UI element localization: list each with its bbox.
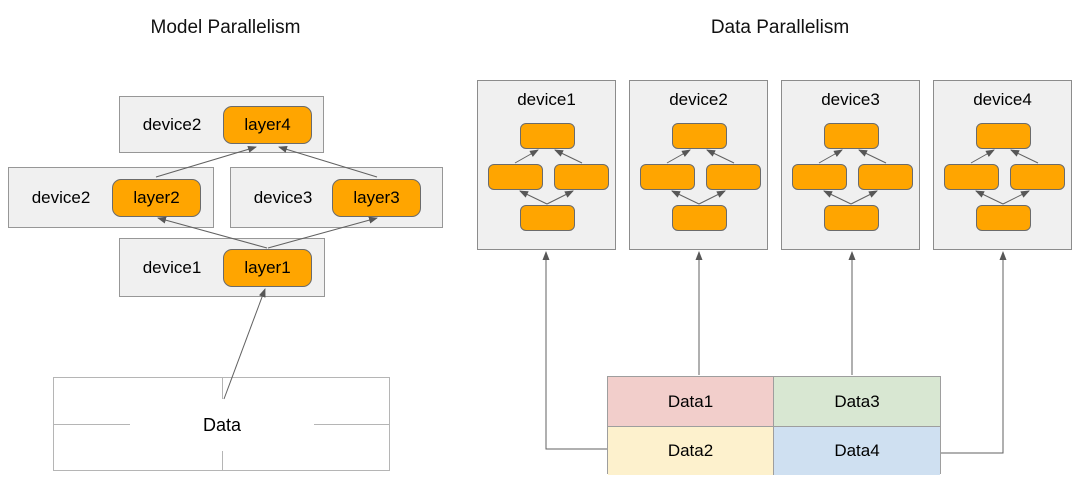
op-node (858, 164, 913, 190)
op-node (554, 164, 609, 190)
data-batches-grid: Data1 Data3 Data2 Data4 (607, 376, 941, 475)
device-label: device3 (821, 90, 880, 109)
op-node (672, 123, 727, 149)
op-node (976, 123, 1031, 149)
arrow-data4-to-device4 (941, 251, 1007, 454)
data-table: Data (53, 377, 390, 471)
layer2-node: layer2 (112, 179, 201, 217)
op-node (706, 164, 761, 190)
op-node (672, 205, 727, 231)
data1-cell: Data1 (608, 377, 774, 427)
device-label: device2 (669, 90, 728, 109)
layer1-node: layer1 (223, 249, 312, 287)
op-node (640, 164, 695, 190)
data-label: Data (130, 399, 314, 451)
device-label: device4 (973, 90, 1032, 109)
device-strip-layer1: device1 layer1 (119, 238, 325, 297)
device1-card: device1 (477, 80, 616, 250)
op-node (976, 205, 1031, 231)
device-strip-layer2: device2 layer2 (8, 167, 214, 228)
data3-cell: Data3 (774, 377, 940, 427)
device-strip-layer3: device3 layer3 (230, 167, 443, 228)
model-parallelism-title: Model Parallelism (150, 17, 301, 38)
device-label: device2 (142, 114, 202, 134)
op-node (1010, 164, 1065, 190)
layer3-node: layer3 (332, 179, 421, 217)
device-strip-layer4: device2 layer4 (119, 96, 324, 153)
op-node (944, 164, 999, 190)
op-node (792, 164, 847, 190)
device-label: device2 (31, 187, 91, 207)
data4-cell: Data4 (774, 427, 940, 475)
data2-cell: Data2 (608, 427, 774, 475)
op-node (520, 205, 575, 231)
device4-card: device4 (933, 80, 1072, 250)
device-label: device1 (517, 90, 576, 109)
device2-card: device2 (629, 80, 768, 250)
device3-card: device3 (781, 80, 920, 250)
device-label: device3 (253, 187, 313, 207)
op-node (824, 123, 879, 149)
layer4-node: layer4 (223, 106, 312, 144)
op-node (488, 164, 543, 190)
device-label: device1 (142, 257, 202, 277)
op-node (520, 123, 575, 149)
arrow-data2-to-device1 (542, 251, 607, 450)
data-parallelism-title: Data Parallelism (710, 17, 850, 38)
op-node (824, 205, 879, 231)
